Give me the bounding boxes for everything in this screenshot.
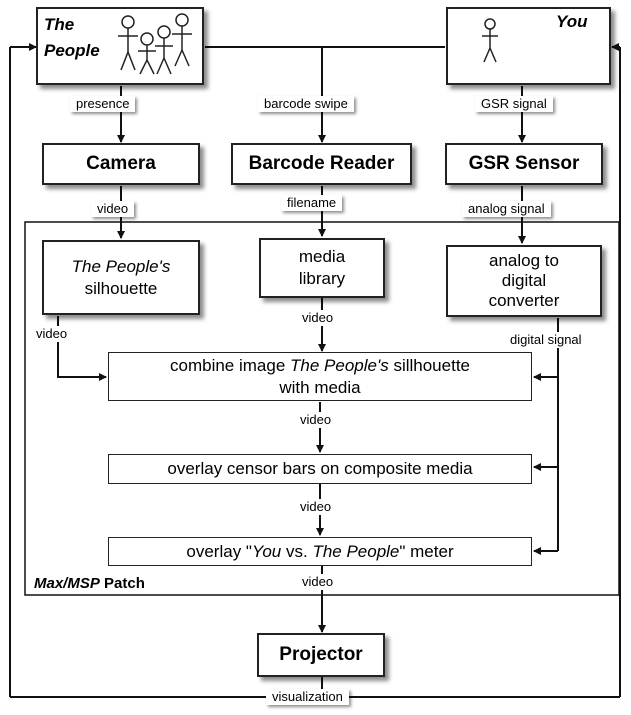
combine-video-label: video	[298, 412, 334, 428]
max-msp-italic: Max/MSP	[34, 575, 100, 592]
gsr-signal-label: GSR signal	[475, 96, 553, 112]
projector-node: Projector	[257, 633, 385, 677]
media-library-line2: library	[298, 269, 346, 288]
silhouette-video-label: video	[34, 326, 70, 342]
meter-people: The People	[312, 541, 400, 561]
camera-node: Camera	[42, 143, 200, 185]
presence-label: presence	[70, 96, 136, 112]
digital-signal-label: digital signal	[508, 332, 584, 348]
patch-video-label: video	[300, 574, 336, 590]
meter-text2: vs.	[281, 541, 313, 561]
combine-text3: with media	[279, 377, 361, 397]
silhouette-italic: The People's	[71, 256, 171, 276]
visualization-label: visualization	[266, 689, 349, 705]
meter-text1: overlay "	[186, 541, 252, 561]
max-msp-patch-label: Max/MSP Patch	[34, 575, 145, 592]
adc-line2: digital	[501, 271, 547, 290]
meter-node: overlay "You vs. The People" meter	[108, 537, 532, 566]
barcode-reader-node: Barcode Reader	[231, 143, 412, 185]
gsr-sensor-node: GSR Sensor	[445, 143, 603, 185]
adc-line3: converter	[488, 291, 560, 310]
combine-italic: The People's	[290, 355, 389, 375]
camera-video-label: video	[91, 201, 135, 217]
analog-signal-label: analog signal	[462, 201, 551, 217]
filename-label: filename	[281, 195, 343, 211]
meter-text3: " meter	[399, 541, 454, 561]
the-people-label-line2: People	[44, 41, 100, 60]
censor-node: overlay censor bars on composite media	[108, 454, 532, 484]
media-video-label: video	[300, 310, 336, 326]
patch-word: Patch	[99, 575, 145, 592]
the-people-label: The People	[44, 12, 100, 64]
barcode-swipe-label: barcode swipe	[258, 96, 354, 112]
media-library-line1: media	[298, 247, 346, 266]
combine-text1: combine image	[170, 355, 291, 375]
you-label: You	[556, 12, 588, 31]
media-library-node: media library	[259, 238, 385, 298]
censor-video-label: video	[298, 499, 334, 515]
you-node	[446, 7, 611, 85]
adc-line1: analog to	[489, 251, 559, 270]
the-people-label-line1: The	[44, 15, 75, 34]
silhouette-node: The People's silhouette	[42, 240, 200, 315]
combine-text2: sillhouette	[388, 355, 470, 375]
combine-node: combine image The People's sillhouette w…	[108, 352, 532, 401]
meter-you: You	[251, 541, 282, 561]
actor-figures	[118, 13, 498, 75]
silhouette-text: silhouette	[84, 278, 158, 298]
adc-node: analog to digital converter	[446, 245, 602, 317]
